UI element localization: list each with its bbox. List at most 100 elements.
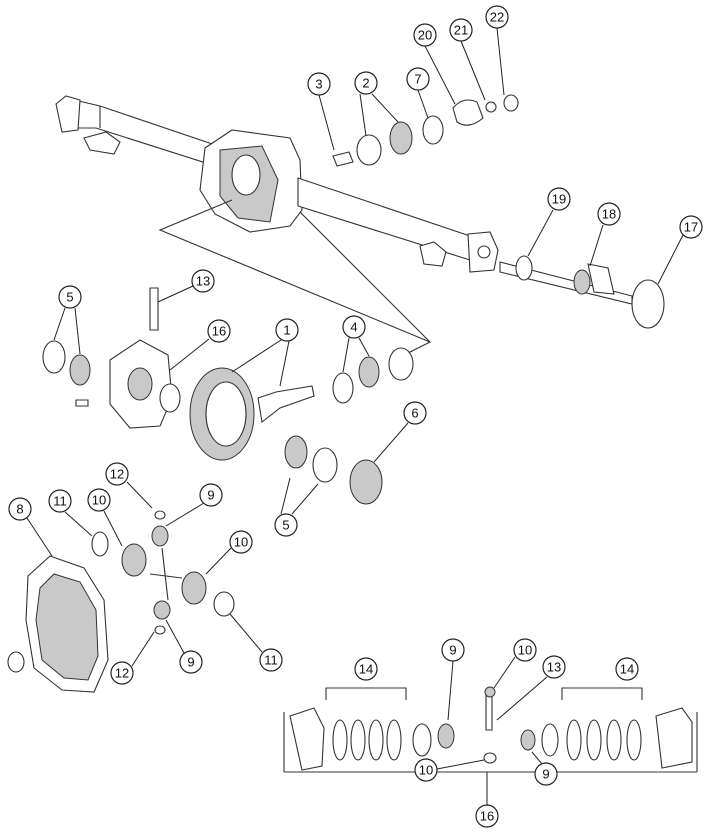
callout-label: 7 [414,72,421,87]
side-gears-group [91,510,235,635]
callout-c2: 2 [354,71,378,95]
callout-label: 17 [684,220,698,235]
callout-c13b: 13 [542,655,566,679]
callout-circle [229,530,253,554]
callout-c20: 20 [413,23,437,47]
callout-circle [597,202,621,226]
callout-label: 12 [115,666,129,681]
callout-c12b: 12 [110,661,134,685]
callout-label: 21 [454,23,468,38]
callout-circle [207,319,231,343]
callout-c13a: 13 [191,269,215,293]
callout-c7: 7 [406,67,430,91]
callout-c21: 21 [449,18,473,42]
guide-lines [158,199,432,357]
callout-circle [342,315,366,339]
callout-c19: 19 [547,187,571,211]
callout-label: 14 [620,662,634,677]
callout-label: 3 [315,77,322,92]
callout-label: 8 [16,502,23,517]
callout-circle [8,497,32,521]
callout-label: 5 [66,290,73,305]
callout-circle [534,762,558,786]
callout-c6: 6 [403,401,427,425]
callout-circle [191,269,215,293]
callout-label: 11 [264,653,278,668]
axle-shaft-group [499,255,665,329]
callout-c9a: 9 [199,483,223,507]
callout-c12a: 12 [105,462,129,486]
callout-label: 5 [282,518,289,533]
callout-label: 20 [418,28,432,43]
callout-c10d: 10 [414,758,438,782]
callout-label: 9 [187,655,194,670]
callout-label: 14 [359,662,373,677]
callout-label: 12 [110,467,124,482]
callout-circle [354,657,378,681]
leader-lines [26,27,684,805]
callout-circle [485,5,509,29]
callout-circle [48,489,72,513]
callout-circle [307,72,331,96]
callout-c10c: 10 [513,638,537,662]
callout-circle [110,661,134,685]
callout-circle [354,71,378,95]
callout-circle [87,488,111,512]
callout-circle [199,483,223,507]
callout-c5a: 5 [58,285,82,309]
limited-slip-group [283,686,698,773]
callout-c18: 18 [597,202,621,226]
callout-c17: 17 [679,215,703,239]
callout-label: 9 [449,643,456,658]
callout-label: 6 [411,406,418,421]
callout-c5b: 5 [274,513,298,537]
callout-circle [475,804,499,828]
callout-circle [58,285,82,309]
callout-c9c: 9 [441,638,465,662]
callout-c1: 1 [275,318,299,342]
callout-c3: 3 [307,72,331,96]
callout-c10a: 10 [87,488,111,512]
callout-label: 4 [350,320,357,335]
callout-c11b: 11 [259,648,283,672]
callout-label: 18 [602,207,616,222]
callout-circle [105,462,129,486]
callout-circle [679,215,703,239]
callout-label: 10 [419,763,433,778]
callout-c16b: 16 [475,804,499,828]
callout-circle [406,67,430,91]
callout-c10b: 10 [229,530,253,554]
callout-label: 19 [552,192,566,207]
callout-c14b: 14 [615,657,639,681]
callout-label: 1 [283,323,290,338]
callout-c9b: 9 [179,650,203,674]
differential-carrier-group [42,287,414,505]
differential-cover [7,555,109,693]
callout-circle [403,401,427,425]
callout-c11a: 11 [48,489,72,513]
callout-circle [179,650,203,674]
callout-circle [513,638,537,662]
callout-circle [259,648,283,672]
callout-label: 16 [212,324,226,339]
callout-label: 9 [207,488,214,503]
callout-label: 2 [362,76,369,91]
callout-circle [413,23,437,47]
callout-c16a: 16 [207,319,231,343]
callout-circle [275,318,299,342]
callout-c22: 22 [485,5,509,29]
callout-c14a: 14 [354,657,378,681]
callout-label: 13 [547,660,561,675]
axle-housing [55,95,499,273]
pinion-nut-yoke-group [332,94,519,167]
callout-label: 22 [490,10,504,25]
callout-c8: 8 [8,497,32,521]
callout-c4: 4 [342,315,366,339]
callout-circle [449,18,473,42]
callout-label: 11 [53,494,67,509]
callout-label: 10 [234,535,248,550]
callout-circle [542,655,566,679]
callout-circle [615,657,639,681]
